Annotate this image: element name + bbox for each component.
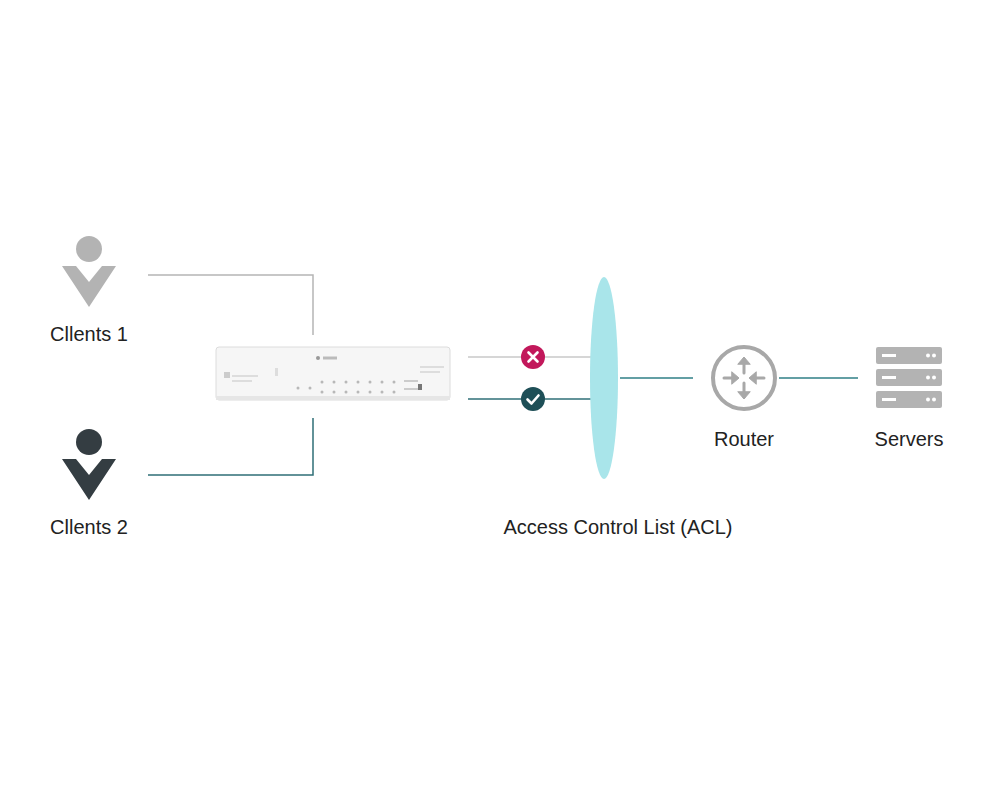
router-icon [711,345,777,411]
connector-line [620,377,693,379]
connector-line [779,377,858,379]
client-wire [148,418,313,475]
allow-symbol [521,387,545,411]
node-label: Router [684,427,804,451]
acl-node: Access Control List (ACL) [590,277,618,479]
node-label: Access Control List (ACL) [458,515,778,539]
server-icon [876,347,942,408]
client-node: Cllents 2 [60,429,118,501]
router-node: Router [711,345,777,411]
client-node: Cllents 1 [60,236,118,308]
server-node: Servers [876,347,942,408]
client-icon [60,429,118,501]
client-wire [148,275,313,335]
switch-device [216,347,450,400]
deny-symbol [521,345,545,369]
acl-ellipse [590,277,618,479]
node-label: Cllents 2 [20,515,158,539]
node-label: Servers [849,427,969,451]
client-icon [60,236,118,308]
node-label: Cllents 1 [20,322,158,346]
